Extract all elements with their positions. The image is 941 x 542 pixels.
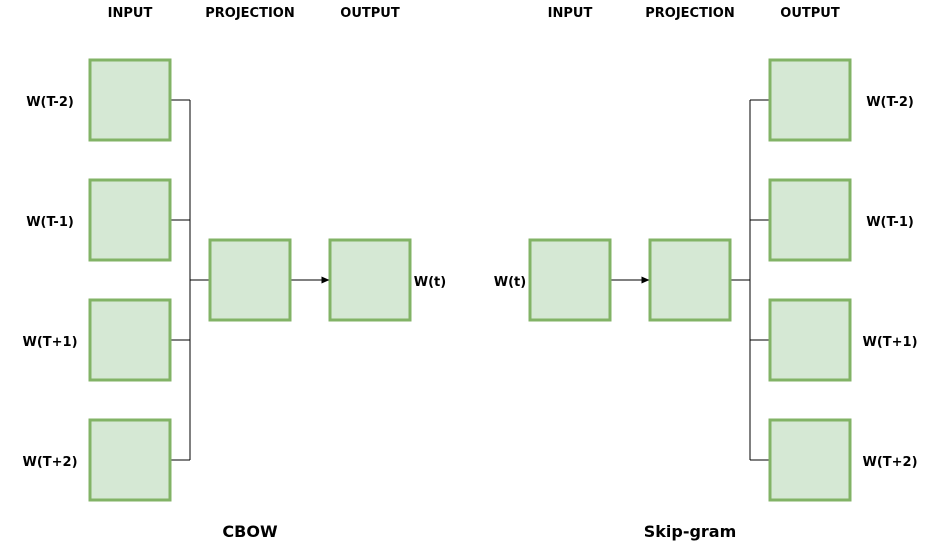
skipgram-input-label: W(t) — [494, 275, 526, 290]
cbow-projection-header: PROJECTION — [205, 6, 294, 21]
cbow-input-label-1: W(T-2) — [26, 95, 74, 110]
cbow-output-label: W(t) — [414, 275, 446, 290]
cbow-input-box-4 — [88, 418, 172, 502]
skipgram-model: INPUT PROJECTION OUTPUT W(t) W(T-2) W(T-… — [494, 6, 918, 541]
cbow-output-box — [328, 238, 412, 322]
cbow-input-box-2 — [88, 178, 172, 262]
cbow-projection-box — [208, 238, 292, 322]
skipgram-output-label-2: W(T-1) — [866, 215, 914, 230]
skipgram-output-label-4: W(T+2) — [862, 455, 917, 470]
skipgram-output-box-3 — [768, 298, 852, 382]
skipgram-output-box-4 — [768, 418, 852, 502]
cbow-input-label-4: W(T+2) — [22, 455, 77, 470]
skipgram-output-box-2 — [768, 178, 852, 262]
skipgram-caption: Skip-gram — [644, 522, 737, 541]
skipgram-output-label-3: W(T+1) — [862, 335, 917, 350]
cbow-input-box-3 — [88, 298, 172, 382]
skipgram-output-label-1: W(T-2) — [866, 95, 914, 110]
cbow-model: INPUT PROJECTION OUTPUT W(T-2) W(T-1) W(… — [22, 6, 446, 541]
skipgram-input-box — [528, 238, 612, 322]
skipgram-output-header: OUTPUT — [780, 6, 840, 21]
cbow-output-header: OUTPUT — [340, 6, 400, 21]
cbow-input-label-2: W(T-1) — [26, 215, 74, 230]
skipgram-projection-box — [648, 238, 732, 322]
cbow-caption: CBOW — [222, 522, 278, 541]
skipgram-output-box-1 — [768, 58, 852, 142]
cbow-input-header: INPUT — [108, 6, 153, 21]
cbow-input-box-1 — [88, 58, 172, 142]
skipgram-input-header: INPUT — [548, 6, 593, 21]
cbow-input-label-3: W(T+1) — [22, 335, 77, 350]
skipgram-projection-header: PROJECTION — [645, 6, 734, 21]
